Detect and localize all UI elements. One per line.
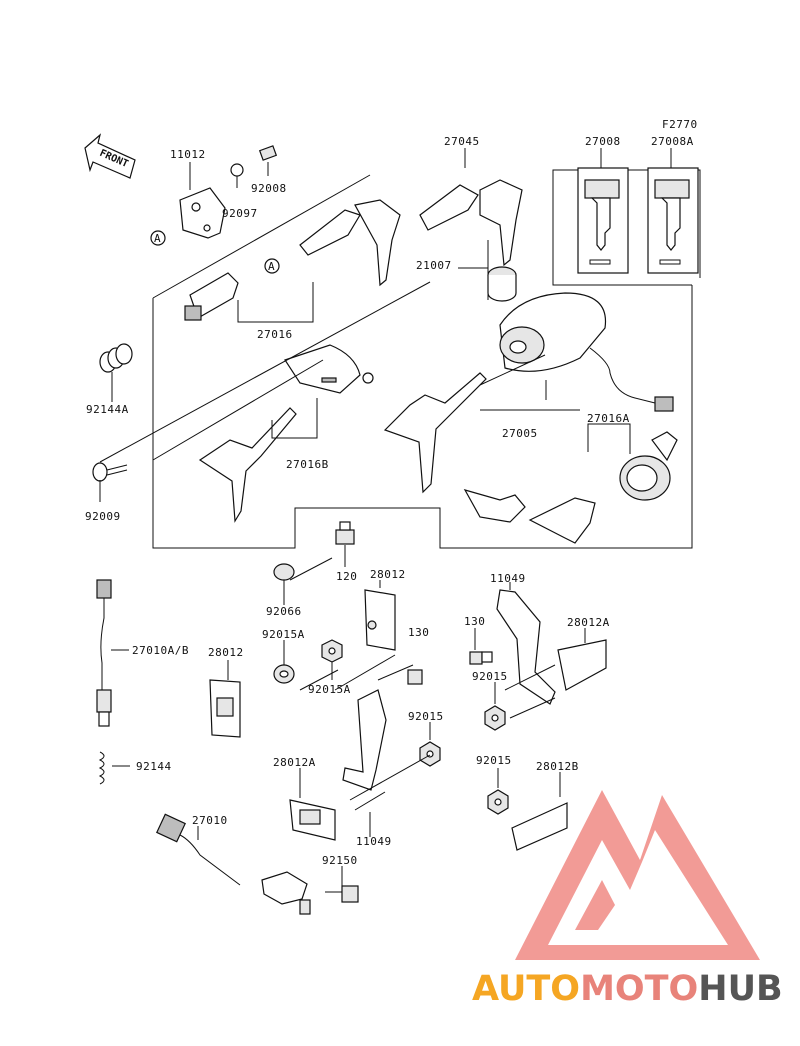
bolt-130-mid — [407, 669, 423, 685]
cylinder-21007 — [487, 266, 517, 302]
bolt-130-right — [469, 651, 493, 665]
keys-27016A — [463, 489, 596, 544]
washer-92066 — [273, 563, 295, 581]
lock-27016A — [619, 431, 678, 501]
label-92015-mid: 92015 — [408, 710, 444, 723]
bolt-120 — [335, 521, 355, 545]
label-92009: 92009 — [85, 510, 121, 523]
label-27016A: 27016A — [587, 412, 630, 425]
key-card-box — [552, 169, 701, 286]
label-28012-top: 28012 — [370, 568, 406, 581]
label-28012-left: 28012 — [208, 646, 244, 659]
watermark-auto: AUTO — [472, 969, 580, 1009]
bolt-92150 — [325, 885, 359, 903]
key-card-27008 — [577, 167, 629, 274]
svg-text:A: A — [154, 232, 161, 245]
bracket-11012 — [179, 187, 226, 239]
watermark-text: AUTOMOTOHUB — [472, 969, 783, 1009]
label-92015-right: 92015 — [472, 670, 508, 683]
label-92015-low: 92015 — [476, 754, 512, 767]
nut-92015A-left — [273, 664, 295, 684]
label-28012A-right: 28012A — [567, 616, 610, 629]
spring-92144A — [99, 343, 133, 373]
front-direction-icon: FRONT — [84, 133, 136, 179]
part-labels: 11012 92008 92097 27045 27008 27008A 210… — [85, 135, 694, 867]
plate-28012A-left — [289, 799, 336, 841]
plate-28012B — [511, 802, 568, 851]
spring-92144 — [98, 751, 105, 785]
label-27016: 27016 — [257, 328, 293, 341]
washer-92097 — [230, 163, 244, 177]
label-27008A: 27008A — [651, 135, 694, 148]
label-28012A-left: 28012A — [273, 756, 316, 769]
label-92015A-left: 92015A — [262, 628, 305, 641]
label-92015A-mid: 92015A — [308, 683, 351, 696]
figure-code: F2770 — [662, 118, 698, 131]
watermark-logo — [515, 790, 760, 960]
bracket-11049-right — [496, 589, 556, 705]
svg-text:AUTOMOTOHUB: AUTOMOTOHUB — [472, 969, 783, 1009]
label-92008: 92008 — [251, 182, 287, 195]
key-set-27016 — [184, 199, 401, 321]
ref-marker-a-2 — [264, 258, 280, 274]
watermark-moto: MOTO — [580, 969, 698, 1009]
key-27045-left — [419, 184, 479, 231]
label-92150: 92150 — [322, 854, 358, 867]
nut-92015-mid — [419, 741, 441, 767]
screw-92009 — [92, 462, 128, 482]
outline-line — [152, 174, 371, 299]
stud — [367, 620, 377, 630]
label-92144: 92144 — [136, 760, 172, 773]
label-27005: 27005 — [502, 427, 538, 440]
label-92097: 92097 — [222, 207, 258, 220]
plate-28012A-right — [557, 639, 607, 691]
ref-marker-a — [150, 230, 166, 246]
nut-92015-low — [487, 789, 509, 815]
label-28012B: 28012B — [536, 760, 579, 773]
lock-body-27016B — [284, 344, 374, 394]
label-92144A: 92144A — [86, 403, 129, 416]
ignition-switch-27005 — [499, 292, 674, 412]
label-27010: 27010 — [192, 814, 228, 827]
nut-92015A-mid — [321, 639, 343, 663]
label-11012: 11012 — [170, 148, 206, 161]
label-11049-top: 11049 — [490, 572, 526, 585]
label-27016B: 27016B — [286, 458, 329, 471]
switch-27010 — [156, 813, 311, 915]
key-27005 — [383, 372, 487, 494]
key-card-27008A — [647, 167, 699, 274]
label-27008: 27008 — [585, 135, 621, 148]
outline-box — [152, 285, 693, 549]
label-21007: 21007 — [416, 259, 452, 272]
label-11049-low: 11049 — [356, 835, 392, 848]
svg-text:A: A — [268, 260, 275, 273]
label-27010AB: 27010A/B — [132, 644, 189, 657]
switch-27010AB — [96, 579, 112, 727]
key-27045-right — [479, 179, 523, 267]
nut-92015-right — [484, 705, 506, 731]
bolt-92008 — [258, 145, 278, 161]
label-130-mid: 130 — [408, 626, 429, 639]
watermark-hub: HUB — [698, 969, 782, 1009]
plate-28012-mid — [364, 589, 396, 651]
label-27045: 27045 — [444, 135, 480, 148]
leader-lines — [99, 148, 672, 886]
label-130-right: 130 — [464, 615, 485, 628]
label-92066: 92066 — [266, 605, 302, 618]
key-27016B — [198, 407, 297, 523]
label-120: 120 — [336, 570, 357, 583]
bracket-11049-low — [342, 689, 387, 791]
plate-28012-left — [209, 679, 241, 738]
